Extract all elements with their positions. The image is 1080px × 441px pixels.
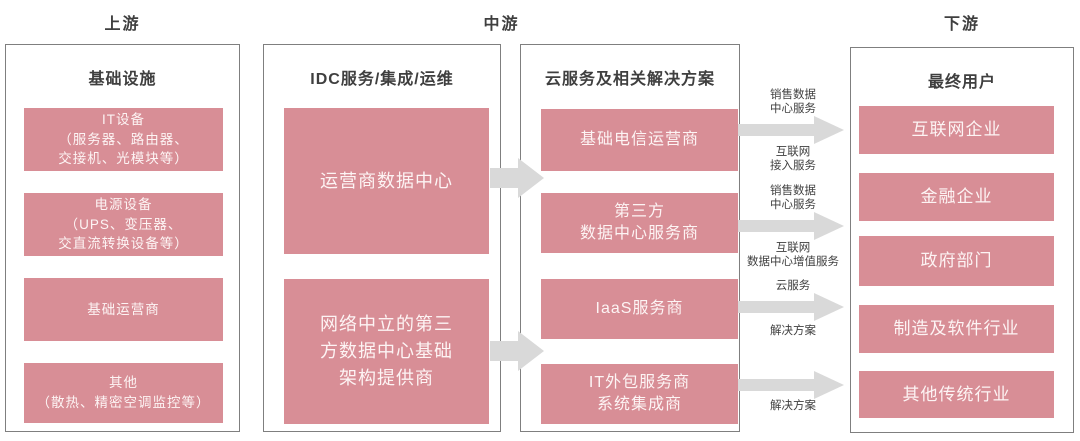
arrow-right-icon-cloud-to-user-4 (738, 371, 844, 399)
flow-label-cloud-service: 云服务 (775, 280, 811, 292)
box-manufacturing-software: 制造及软件行业 (859, 305, 1054, 353)
stage-label-downstream: 下游 (943, 16, 980, 33)
box-internet-companies: 互联网企业 (859, 106, 1054, 154)
panel-title-idc-services: IDC服务/集成/运维 (310, 71, 454, 88)
flow-label-sales-dc-service-2: 销售数据 中心服务 (770, 185, 816, 211)
stage-label-upstream: 上游 (104, 16, 141, 33)
panel-idc-services: IDC服务/集成/运维 运营商数据中心 网络中立的第三 方数据中心基础 架构提供… (263, 44, 501, 432)
arrow-right-icon-cloud-to-user-2 (738, 212, 844, 240)
panel-title-infrastructure: 基础设施 (88, 71, 157, 88)
flow-label-internet-access-service: 互联网 接入服务 (770, 146, 816, 172)
arrow-right-icon-cloud-to-user-1 (738, 116, 844, 144)
box-basic-telecom-operators: 基础电信运营商 (541, 109, 738, 171)
arrow-right-icon-idc-to-cloud-1 (490, 158, 544, 198)
flow-label-idc-value-added-service: 互联网 数据中心增值服务 (747, 242, 839, 268)
box-iaas-providers: IaaS服务商 (541, 279, 738, 339)
stage-label-midstream: 中游 (483, 16, 520, 33)
box-third-party-dc-providers: 第三方 数据中心服务商 (541, 193, 738, 253)
flow-label-solutions-1: 解决方案 (770, 325, 816, 337)
box-power-equipment: 电源设备 （UPS、变压器、 交直流转换设备等） (24, 193, 223, 256)
arrow-right-icon-cloud-to-user-3 (738, 293, 844, 321)
panel-end-users: 最终用户 互联网企业 金融企业 政府部门 制造及软件行业 其他传统行业 (850, 47, 1074, 433)
flow-label-solutions-2: 解决方案 (770, 400, 816, 412)
flow-label-sales-dc-service-1: 销售数据 中心服务 (770, 89, 816, 115)
panel-infrastructure: 基础设施 IT设备 （服务器、路由器、 交接机、光模块等） 电源设备 （UPS、… (5, 44, 240, 432)
box-it-equipment: IT设备 （服务器、路由器、 交接机、光模块等） (24, 108, 223, 171)
panel-title-end-users: 最终用户 (927, 74, 996, 91)
box-other-traditional-industries: 其他传统行业 (859, 371, 1054, 418)
box-other-equipment: 其他 （散热、精密空调监控等） (24, 363, 223, 423)
box-financial-companies: 金融企业 (859, 173, 1054, 221)
box-government-departments: 政府部门 (859, 236, 1054, 286)
box-operator-data-center: 运营商数据中心 (284, 108, 489, 254)
box-neutral-third-party-provider: 网络中立的第三 方数据中心基础 架构提供商 (284, 279, 489, 424)
panel-cloud-services: 云服务及相关解决方案 基础电信运营商 第三方 数据中心服务商 IaaS服务商 I… (520, 44, 740, 432)
arrow-right-icon-idc-to-cloud-2 (490, 331, 544, 371)
box-basic-operators: 基础运营商 (24, 278, 223, 341)
panel-title-cloud-services: 云服务及相关解决方案 (544, 71, 715, 88)
box-it-outsourcing-integrators: IT外包服务商 系统集成商 (541, 364, 738, 424)
